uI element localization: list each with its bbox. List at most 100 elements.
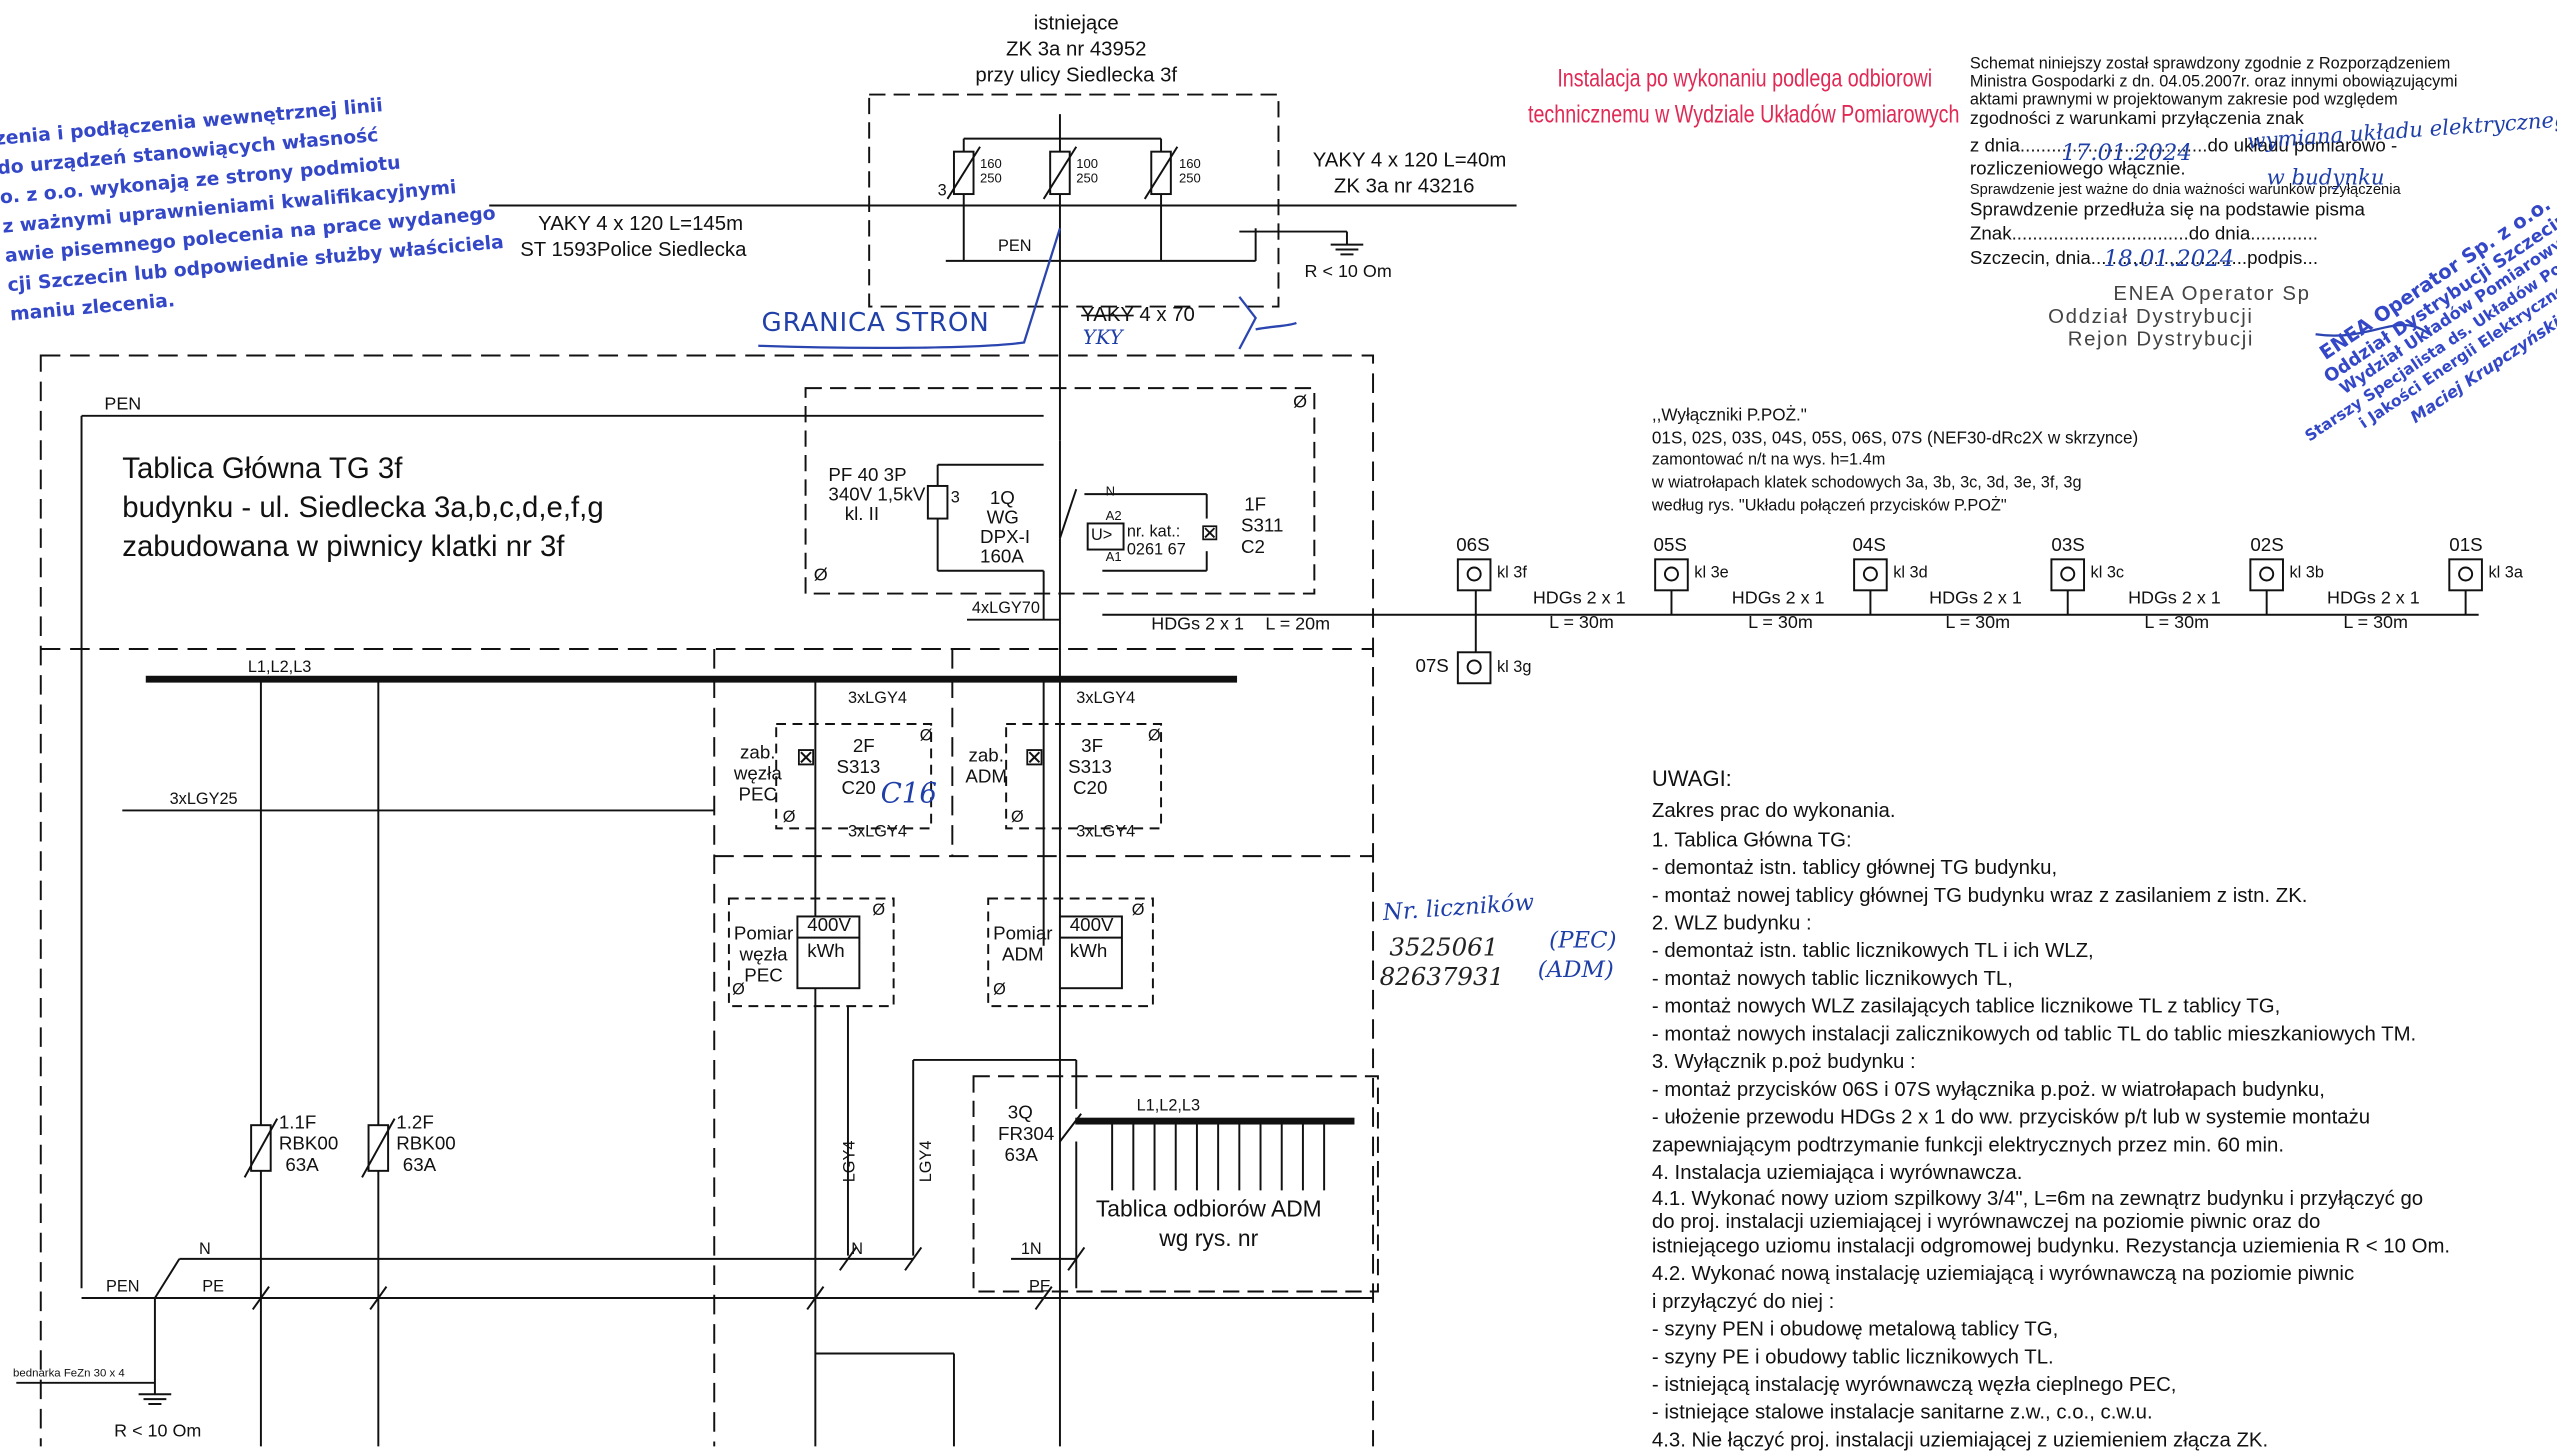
pec-breaker-side: zab. węzła PEC — [734, 744, 782, 808]
adm-switch-line: 3Q — [1007, 1103, 1033, 1124]
adm-switch-label: 3Q FR304 63A — [998, 1104, 1054, 1168]
adm-breaker-side: zab. ADM — [965, 747, 1007, 789]
surge-line: 340V 1,5kV — [828, 485, 926, 506]
fuse-11-label: 1.1F RBK00 63A — [279, 1114, 338, 1178]
ppoz-btn-04s-id: 04S — [1852, 536, 1886, 557]
pec-cable-in: 3xLGY4 — [847, 689, 907, 708]
adm-meter-unit: kWh — [1069, 942, 1108, 963]
verif-line: Sprawdzenie przedłuża się na podstawie p… — [1969, 200, 2365, 221]
verif-line: aktami prawnymi w projektowanym zakresie… — [1969, 91, 2398, 110]
pec-meter-line: węzła — [739, 945, 788, 966]
hand-date-2: 18.01.2024 — [2103, 246, 2235, 273]
phi-mark: Ø — [732, 981, 745, 1000]
phi-mark: Ø — [1148, 727, 1161, 746]
verif-line: z dnia — [1969, 136, 2020, 157]
breaker-1f-label: 1F S311 C2 — [1241, 496, 1283, 560]
phi-mark: Ø — [1293, 392, 1308, 413]
ppoz-seg-len: L = 30m — [2343, 613, 2408, 633]
cable-3xlgy25: 3xLGY25 — [169, 790, 238, 809]
verif-line: Sprawdzenie jest ważne do dnia ważności … — [1969, 181, 2401, 198]
adm-side-line: ADM — [965, 768, 1008, 788]
ppoz-title-line: 01S, 02S, 03S, 04S, 05S, 06S, 07S (NEF30… — [1651, 428, 2139, 449]
ppoz-seg-cable: HDGs 2 x 1 — [1532, 588, 1626, 609]
notes-line: - szyny PEN i obudowę metalową tablicy T… — [1651, 1317, 2059, 1341]
notes-block: UWAGI: Zakres prac do wykonania. 1. Tabl… — [1652, 763, 2450, 1454]
adm-side-line: zab. — [968, 746, 1004, 767]
phi-mark: Ø — [782, 808, 796, 827]
fuse-12-line: RBK00 — [396, 1134, 456, 1155]
switch-line: DPX-I — [980, 528, 1031, 548]
phi-mark: Ø — [1131, 901, 1145, 920]
ppoz-btn-06s-kl: kl 3f — [1496, 564, 1527, 583]
trip-coil-line: 0261 67 — [1126, 541, 1186, 560]
notes-line: 4.3. Nie łączyć proj. instalacji uziemia… — [1651, 1428, 2269, 1452]
adm-breaker-name: 3F S313 C20 — [1068, 737, 1112, 801]
pec-breaker-line: S313 — [836, 758, 881, 778]
phi-mark: Ø — [872, 901, 886, 920]
pec-breaker-name: 2F S313 C20 — [837, 737, 881, 801]
phi-mark: Ø — [919, 727, 933, 746]
notes-line: - szyny PE i obudowy tablic licznikowych… — [1651, 1345, 2054, 1369]
ppoz-btn-07s-kl: kl 3g — [1496, 658, 1532, 677]
zk-ground-label: R < 10 Om — [1304, 262, 1392, 283]
verif-line: Ministra Gospodarki z dn. 04.05.2007r. o… — [1969, 73, 2458, 92]
pe-label-2: PE — [1028, 1278, 1051, 1297]
ppoz-seg-len: L = 30m — [2144, 613, 2210, 633]
notes-line: - ułożenie przewodu HDGs 2 x 1 do ww. pr… — [1651, 1105, 2371, 1129]
notes-line: - istniejące stalowe instalacje sanitarn… — [1651, 1400, 2153, 1424]
ppoz-btn-01s-id: 01S — [2449, 536, 2483, 557]
adm-switch-line: FR304 — [997, 1125, 1055, 1145]
phi-mark: Ø — [1011, 808, 1024, 827]
hand-c16: C16 — [880, 777, 938, 811]
hand-meter-2: 82637931 — [1379, 962, 1505, 992]
verif-line: Schemat niniejszy został sprawdzony zgod… — [1969, 55, 2451, 74]
verif-footer: ENEA Operator Sp — [2113, 282, 2311, 305]
ppoz-title: ,,Wyłączniki P.POŻ." 01S, 02S, 03S, 04S,… — [1652, 404, 2138, 518]
notes-line: - montaż nowych WLZ zasilających tablice… — [1651, 994, 2281, 1018]
ppoz-title-line: zamontować n/t na wys. h=1.4m — [1651, 451, 1886, 470]
notes-line: - montaż nowych tablic licznikowych TL, — [1651, 967, 2013, 990]
ppoz-seg-len: L = 30m — [1748, 613, 1813, 633]
verif-line: rozliczeniowego włącznie. — [1969, 159, 2186, 180]
trip-pin-n: N — [1105, 484, 1116, 499]
switch-line: WG — [986, 508, 1019, 529]
ppoz-btn-02s-kl: kl 3b — [2289, 564, 2324, 583]
surge-arrester-label: PF 40 3P 340V 1,5kV kl. II — [828, 466, 925, 525]
trip-pin-a1: A1 — [1105, 549, 1122, 565]
cable-4xlgy70: 4xLGY70 — [971, 600, 1040, 619]
surge-mark: 3 — [950, 489, 960, 508]
ppoz-btn-02s-id: 02S — [2250, 536, 2284, 557]
verif-line: zgodności z warunkami przyłączenia znak — [1969, 109, 2304, 129]
fuse-12-line: 1.2F — [396, 1113, 434, 1134]
notes-line: - istniejącą instalację wyrównawczą węzł… — [1651, 1373, 2177, 1396]
hand-building: w budynku — [2266, 166, 2385, 191]
notes-line: 3. Wyłącznik p.poż budynku : — [1651, 1050, 1916, 1074]
trip-coil-line: nr. kat.: — [1126, 523, 1181, 542]
notes-line: - montaż nowej tablicy głównej TG budynk… — [1651, 883, 2308, 907]
zk-pen-label: PEN — [997, 238, 1032, 257]
red-note-line: Instalacja po wykonaniu podlega odbiorow… — [1557, 65, 1933, 93]
zk-phase-mark: 3 — [937, 182, 947, 201]
adm-board-line: wg rys. nr — [1159, 1224, 1259, 1251]
adm-breaker-line: S313 — [1068, 758, 1112, 778]
adm-breaker-line: C20 — [1073, 779, 1108, 800]
verif-line: do dnia — [2188, 225, 2251, 245]
trip-coil-symbol: U> — [1090, 526, 1113, 545]
adm-outgoing-lines — [1111, 1123, 1326, 1191]
red-note: Instalacja po wykonaniu podlega odbiorow… — [1528, 62, 2110, 134]
fuse-rating-3-num: 160 — [1178, 156, 1201, 172]
verif-footer: Oddział Dystrybucji — [2048, 304, 2254, 328]
hand-meter-1: 3525061 — [1389, 932, 1499, 963]
n-label-2: N — [851, 1240, 864, 1259]
pec-cable-out: 3xLGY4 — [847, 823, 907, 842]
tg-title-line: budynku - ul. Siedlecka 3a,b,c,d,e,f,g — [122, 490, 604, 524]
tg-title-line: zabudowana w piwnicy klatki nr 3f — [122, 529, 565, 563]
adm-breaker-symbol: ⊠ — [1024, 743, 1045, 772]
fuse-rating-2-den: 250 — [1076, 171, 1099, 186]
surge-line: kl. II — [844, 505, 880, 526]
tg-title: Tablica Główna TG 3f budynku - ul. Siedl… — [122, 448, 603, 565]
zk-fuses — [945, 114, 1364, 441]
ppoz-feed-len: L = 20m — [1265, 614, 1331, 635]
notes-line: 4. Instalacja uziemiająca i wyrównawcza. — [1651, 1161, 2023, 1184]
breaker-1f-line: C2 — [1240, 538, 1265, 558]
